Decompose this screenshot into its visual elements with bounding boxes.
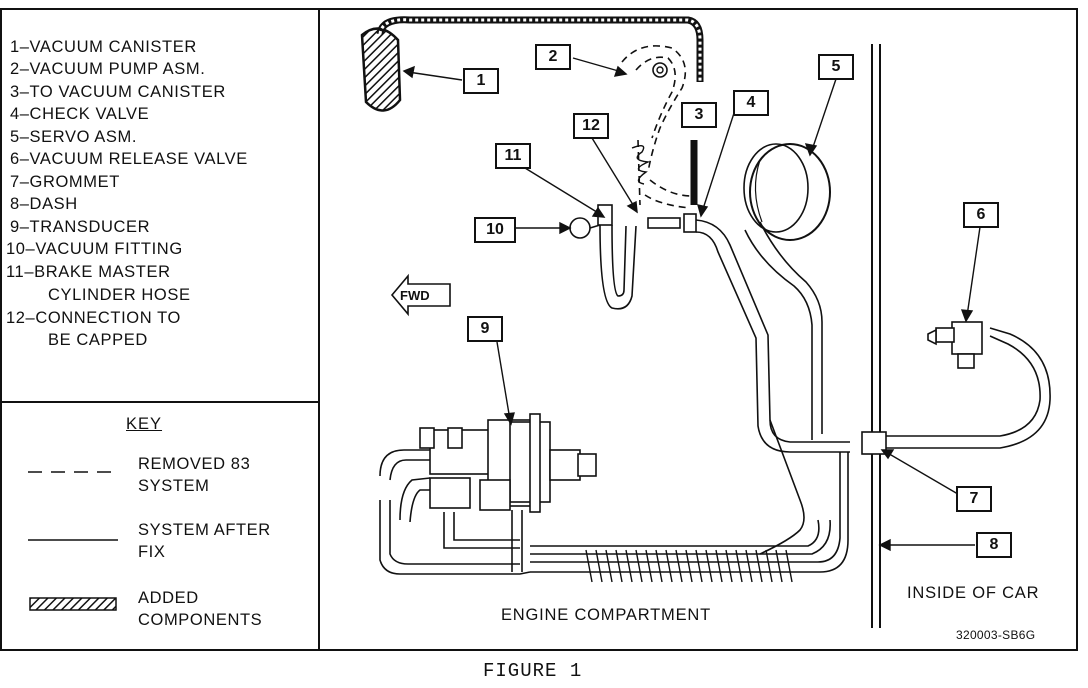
vacuum-hoses [379, 219, 1051, 575]
callout-3: 3 [681, 102, 717, 128]
figure-frame [0, 8, 1078, 651]
vacuum-fitting [569, 217, 591, 239]
inside-of-car-label: INSIDE OF CAR [907, 584, 1040, 602]
callout-6: 6 [963, 202, 999, 228]
key-added-line1: ADDED [138, 589, 199, 607]
forward-arrow [390, 273, 451, 317]
key-title: KEY [126, 415, 163, 433]
hose-coil-wrap [585, 549, 793, 583]
panel-divider-horizontal [0, 401, 320, 403]
legend-item-12: 12–CONNECTION TO [6, 309, 181, 327]
check-valve [597, 204, 697, 233]
dash-panel [871, 44, 881, 628]
key-after-label: SYSTEM AFTER FIX [138, 519, 271, 563]
legend-item-9: 9–TRANSDUCER [10, 218, 151, 236]
legend-item-10: 10–VACUUM FITTING [6, 240, 183, 258]
legend-item-11: 11–BRAKE MASTER [6, 263, 171, 281]
callout-10: 10 [474, 217, 516, 243]
legend-item-1: 1–VACUUM CANISTER [10, 38, 197, 56]
vacuum-release-valve [927, 321, 983, 369]
legend-item-12-cont: BE CAPPED [48, 331, 148, 349]
legend-item-2: 2–VACUUM PUMP ASM. [10, 60, 206, 78]
legend-item-8: 8–DASH [10, 195, 78, 213]
callout-2: 2 [535, 44, 571, 70]
legend-item-3: 3–TO VACUUM CANISTER [10, 83, 226, 101]
vacuum-canister-hatched [360, 16, 704, 205]
legend-item-6: 6–VACUUM RELEASE VALVE [10, 150, 248, 168]
key-removed-line2: SYSTEM [138, 477, 210, 495]
key-after-line2: FIX [138, 543, 166, 561]
engine-compartment-label: ENGINE COMPARTMENT [501, 606, 711, 624]
callout-1: 1 [463, 68, 499, 94]
leader-arrows [402, 57, 981, 552]
callout-7: 7 [956, 486, 992, 512]
callout-9: 9 [467, 316, 503, 342]
legend-item-7: 7–GROMMET [10, 173, 120, 191]
callout-11: 11 [495, 143, 531, 169]
forward-label: FWD [400, 288, 430, 303]
legend-item-5: 5–SERVO ASM. [10, 128, 138, 146]
key-added-line2: COMPONENTS [138, 611, 263, 629]
callout-4: 4 [733, 90, 769, 116]
callout-12: 12 [573, 113, 609, 139]
figure-caption: FIGURE 1 [483, 660, 583, 682]
callout-5: 5 [818, 54, 854, 80]
legend-item-11-cont: CYLINDER HOSE [48, 286, 191, 304]
key-added-label: ADDED COMPONENTS [138, 587, 262, 631]
key-removed-label: REMOVED 83 SYSTEM [138, 453, 250, 497]
key-after-line1: SYSTEM AFTER [138, 521, 271, 539]
servo-assembly [743, 143, 831, 241]
transducer [419, 413, 597, 513]
grommet [861, 431, 887, 455]
figure-id: 320003-SB6G [956, 628, 1036, 642]
key-hatched-bar [29, 597, 117, 611]
callout-8: 8 [976, 532, 1012, 558]
key-removed-line1: REMOVED 83 [138, 455, 251, 473]
vacuum-pump-dashed [621, 45, 693, 209]
panel-divider-vertical [318, 8, 320, 651]
legend-item-4: 4–CHECK VALVE [10, 105, 150, 123]
